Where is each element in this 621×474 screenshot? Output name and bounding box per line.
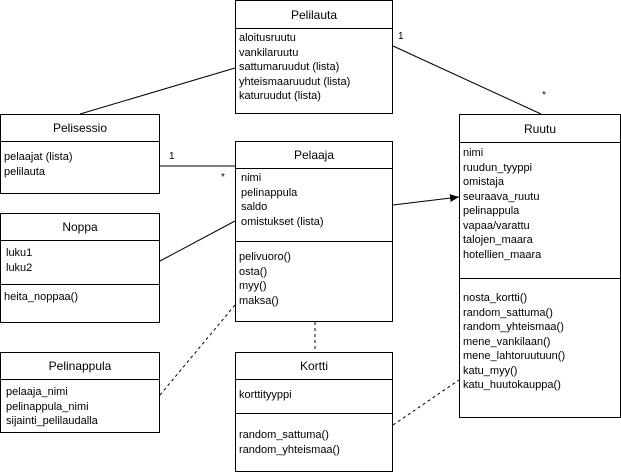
- attribute: vankilaruutu: [239, 46, 299, 59]
- attribute-list: aloitusruutu vankilaruutu sattumaruudut …: [236, 29, 392, 106]
- attribute: pelilauta: [4, 165, 45, 178]
- attribute: pelinappula: [241, 186, 298, 199]
- operation: katu_myy(): [463, 364, 518, 377]
- class-pelinappula[interactable]: Pelinappula pelaaja_nimi pelinappula_nim…: [0, 352, 160, 433]
- kortti-ruutu-dashed-link: [392, 379, 460, 426]
- noppa-pelaaja-link: [159, 220, 236, 262]
- operation-list: pelivuoro() osta() myy() maksa(): [236, 241, 392, 310]
- operation: myy(): [239, 280, 267, 292]
- multiplicity-ruutu-many: *: [542, 90, 546, 101]
- operation-list: nosta_kortti() random_sattuma() random_y…: [460, 278, 620, 395]
- attribute: seuraava_ruutu: [463, 190, 540, 203]
- pelilauta-ruutu-link: [392, 45, 542, 115]
- attribute: luku1: [6, 247, 33, 259]
- attribute-list: korttityyppi: [236, 380, 392, 413]
- attribute: katuruudut (lista): [239, 90, 321, 102]
- attribute: sattumaruudut (lista): [239, 61, 340, 73]
- attribute: omistukset (lista): [241, 215, 324, 228]
- attribute: pelaaja_nimi: [6, 386, 68, 398]
- operation: random_sattuma(): [463, 306, 553, 319]
- attribute: sijainti_pelilaudalla: [6, 415, 98, 427]
- class-noppa[interactable]: Noppa luku1 luku2 heita_noppaa(): [0, 213, 160, 323]
- attribute-list: pelaaja_nimi pelinappula_nimi sijainti_p…: [1, 380, 159, 431]
- attribute: nimi: [241, 172, 262, 184]
- multiplicity-pelaaja-many: *: [221, 172, 225, 183]
- attribute: korttityyppi: [239, 389, 292, 401]
- attribute: vapaa/varattu: [463, 219, 530, 232]
- class-name: Kortti: [236, 353, 392, 380]
- attribute: pelinappula_nimi: [6, 400, 89, 413]
- attribute-list: nimi ruudun_tyyppi omistaja seuraava_ruu…: [460, 143, 620, 278]
- attribute-list: pelaajat (lista) pelilauta: [1, 142, 159, 181]
- attribute: omistaja: [463, 176, 504, 188]
- class-ruutu[interactable]: Ruutu nimi ruudun_tyyppi omistaja seuraa…: [459, 114, 621, 418]
- operation-list: random_sattuma() random_yhteismaa(): [236, 413, 392, 459]
- operation: mene_vankilaan(): [463, 335, 551, 348]
- attribute: saldo: [241, 201, 268, 213]
- class-pelilauta[interactable]: Pelilauta aloitusruutu vankilaruutu satt…: [235, 0, 393, 114]
- operation: pelivuoro(): [239, 251, 291, 263]
- multiplicity-pelilauta-one: 1: [398, 31, 404, 42]
- attribute-list: luku1 luku2: [1, 241, 159, 284]
- operation: random_yhteismaa(): [239, 443, 340, 456]
- attribute-list: nimi pelinappula saldo omistukset (lista…: [236, 169, 392, 241]
- class-name: Pelisessio: [1, 115, 159, 142]
- operation: heita_noppaa(): [4, 291, 79, 303]
- attribute: nimi: [463, 147, 484, 159]
- attribute: aloitusruutu: [239, 32, 296, 44]
- pelinappula-pelaaja-dashed-link: [159, 304, 236, 396]
- class-name: Pelinappula: [1, 353, 159, 380]
- attribute: luku2: [6, 261, 33, 274]
- pelilauta-pelisessio-link: [79, 67, 236, 115]
- class-name: Ruutu: [460, 115, 620, 143]
- operation: nosta_kortti(): [463, 292, 528, 304]
- operation: maksa(): [239, 294, 279, 307]
- class-name: Pelaaja: [236, 142, 392, 169]
- class-name: Noppa: [1, 214, 159, 241]
- class-pelaaja[interactable]: Pelaaja nimi pelinappula saldo omistukse…: [235, 141, 393, 322]
- operation: katu_huutokauppa(): [463, 379, 561, 391]
- class-name: Pelilauta: [236, 1, 392, 29]
- operation: random_yhteismaa(): [463, 321, 564, 333]
- attribute: talojen_maara: [463, 234, 533, 246]
- class-kortti[interactable]: Kortti korttityyppi random_sattuma() ran…: [235, 352, 393, 472]
- pelaaja-ruutu-arrow: [392, 194, 460, 206]
- class-pelisessio[interactable]: Pelisessio pelaajat (lista) pelilauta: [0, 114, 160, 194]
- operation: mene_lahtoruutuun(): [463, 350, 566, 362]
- attribute: yhteismaaruudut (lista): [239, 75, 351, 88]
- attribute: pelinappula: [463, 205, 520, 217]
- operation-list: heita_noppaa(): [1, 284, 159, 307]
- attribute: pelaajat (lista): [4, 151, 73, 163]
- operation: osta(): [239, 265, 268, 278]
- multiplicity-pelisessio-one: 1: [169, 151, 175, 162]
- attribute: hotellien_maara: [463, 248, 542, 261]
- operation: random_sattuma(): [239, 429, 329, 441]
- attribute: ruudun_tyyppi: [463, 161, 533, 174]
